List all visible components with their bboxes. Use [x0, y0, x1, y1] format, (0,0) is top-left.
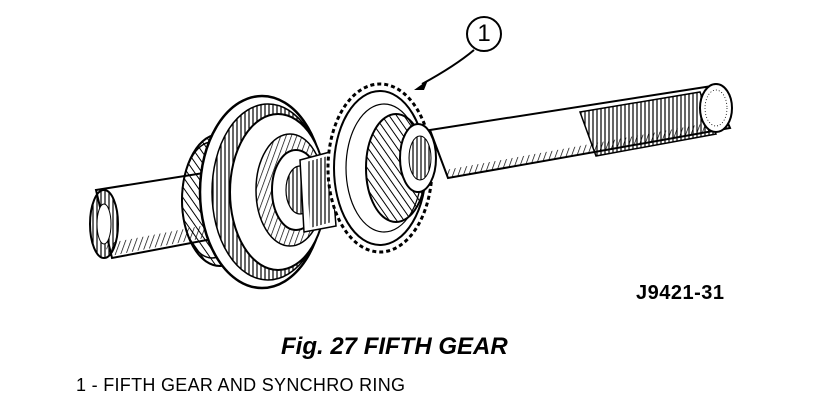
callout-number: 1 — [477, 20, 491, 47]
callout-1 — [414, 16, 502, 90]
figure-caption: Fig. 27 FIFTH GEAR — [281, 333, 508, 360]
figure-code: J9421-31 — [636, 282, 725, 304]
fifth-gear-illustration — [89, 16, 733, 290]
legend-item: 1 - FIFTH GEAR AND SYNCHRO RING — [76, 375, 406, 395]
splined-section — [578, 91, 718, 157]
fifth-gear — [365, 113, 437, 223]
output-shaft — [428, 83, 733, 180]
synchronizer-assembly — [198, 94, 337, 290]
